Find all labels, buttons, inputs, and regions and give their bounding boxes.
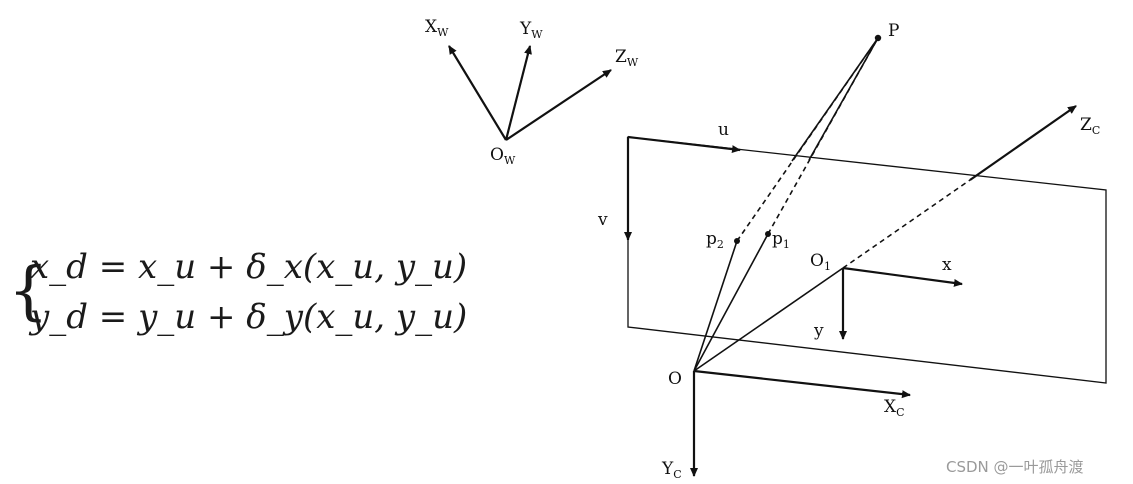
world-x-axis [448,45,507,141]
point-P [874,34,882,42]
watermark: CSDN @一叶孤舟渡 [946,458,1084,476]
camera-z-axis [969,105,1077,181]
camera-frame: O XC YC ZC [661,105,1100,481]
projection-rays [693,37,971,372]
ray-o-to-principal [693,267,844,372]
pixel-v-label: v [597,210,608,230]
point-p1-label: p1 [772,229,790,251]
ray-o-to-p1 [693,233,769,372]
point-P-label: P [888,21,899,41]
world-z-label: ZW [615,47,639,69]
point-p1 [765,231,771,237]
world-x-label: XW [425,17,449,39]
point-p2 [734,238,740,244]
optical-axis-dashed [842,179,971,269]
world-origin-label: OW [490,145,516,167]
ray-p-to-o-solid-upper-1 [791,37,879,162]
ray-p-to-o-solid-upper-2 [808,37,879,161]
pixel-u-axis [627,135,741,154]
world-z-axis [505,69,612,141]
image-x-label: x [942,255,952,275]
equation-brace: { [8,254,49,328]
distortion-equations: { x_d = x_u + δ_x(x_u, y_u) y_d = y_u + … [8,247,467,337]
world-frame: XW YW ZW OW [425,17,639,167]
image-y-label: y [813,321,824,341]
world-y-axis [504,45,532,141]
camera-origin-label: O [668,369,682,389]
image-plane: u v O1 x y [597,120,1107,384]
points: P p1 p2 [706,21,899,251]
equation-line-2: y_d = y_u + δ_y(x_u, y_u) [28,297,467,337]
camera-y-label: YC [661,459,682,481]
pixel-u-label: u [718,120,729,140]
ray-o-to-p2 [693,240,738,372]
camera-x-label: XC [884,397,905,419]
camera-z-label: ZC [1080,115,1100,137]
principal-point-label: O1 [810,251,831,273]
camera-x-axis [693,369,911,399]
equation-line-1: x_d = x_u + δ_x(x_u, y_u) [30,247,467,287]
point-p2-label: p2 [706,229,724,251]
world-y-label: YW [519,19,543,41]
image-plane-outline [627,136,1107,384]
image-x-axis [842,266,963,287]
